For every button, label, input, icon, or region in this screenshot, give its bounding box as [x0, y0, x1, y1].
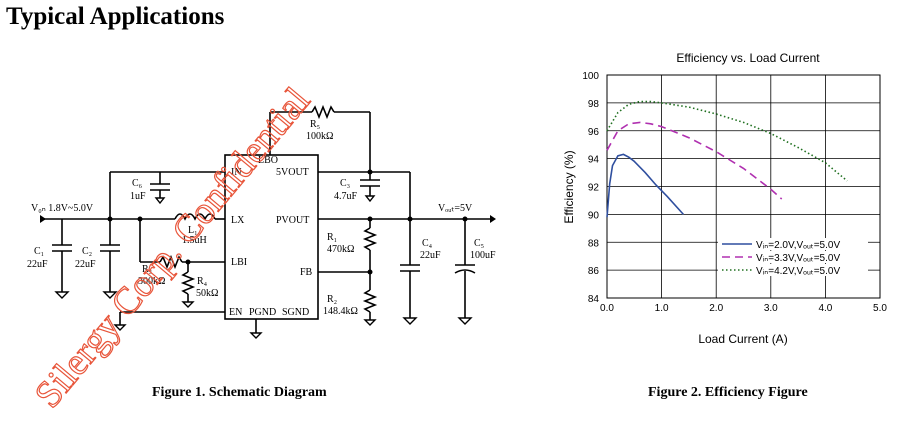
c3-name: C₃: [340, 178, 350, 189]
r1-name: R₁: [327, 232, 337, 243]
c2-name: C₂: [82, 246, 92, 257]
l1-name: L₁: [188, 225, 198, 236]
c4-name: C₄: [422, 238, 433, 249]
r1-value: 470kΩ: [327, 244, 354, 255]
figure2-caption: Figure 2. Efficiency Figure: [648, 385, 808, 400]
pin-5vout-label: 5VOUT: [276, 167, 309, 178]
pin-sgnd-label: SGND: [282, 307, 309, 318]
r5-name: R₅: [310, 119, 320, 130]
ic-body: [224, 154, 319, 320]
r2-name: R₂: [327, 294, 337, 305]
pin-in-label: IN: [231, 167, 242, 178]
r4-name: R₄: [197, 276, 208, 287]
pin-lbo-label: LBO: [258, 155, 278, 166]
c3-value: 4.7uF: [334, 191, 358, 202]
r5-value: 100kΩ: [306, 131, 333, 142]
l1-value: 1.5uH: [182, 235, 207, 246]
pin-pvout-label: PVOUT: [276, 215, 309, 226]
r3-value: 300kΩ: [138, 276, 165, 287]
c5-name: C₅: [474, 238, 484, 249]
pin-pgnd-label: PGND: [249, 307, 276, 318]
pin-fb-label: FB: [300, 267, 313, 278]
c6-value: 1uF: [130, 191, 146, 202]
vout-label: Vₒᵤₜ=5V: [438, 203, 473, 214]
figure1-caption: Figure 1. Schematic Diagram: [152, 385, 327, 400]
vin-label: V₀ₙ 1.8V~5.0V: [31, 203, 94, 214]
c5-value: 100uF: [470, 250, 496, 261]
section-heading: Typical Applications: [6, 3, 225, 30]
pin-lx-label: LX: [231, 215, 245, 226]
confidential-watermark: Silergy Corp. Confidential: [27, 80, 319, 416]
r3-name: R₃: [142, 264, 152, 275]
c1-name: C₁: [34, 246, 44, 257]
pin-en-label: EN: [229, 307, 242, 318]
c6-name: C₆: [132, 178, 143, 189]
c4-value: 22uF: [420, 250, 441, 261]
r2-value: 148.4kΩ: [323, 306, 358, 317]
pin-lbi-label: LBI: [231, 257, 247, 268]
r4-value: 50kΩ: [196, 288, 218, 299]
ground-symbols: [54, 195, 473, 339]
c2-value: 22uF: [75, 259, 96, 270]
c1-value: 22uF: [27, 259, 48, 270]
